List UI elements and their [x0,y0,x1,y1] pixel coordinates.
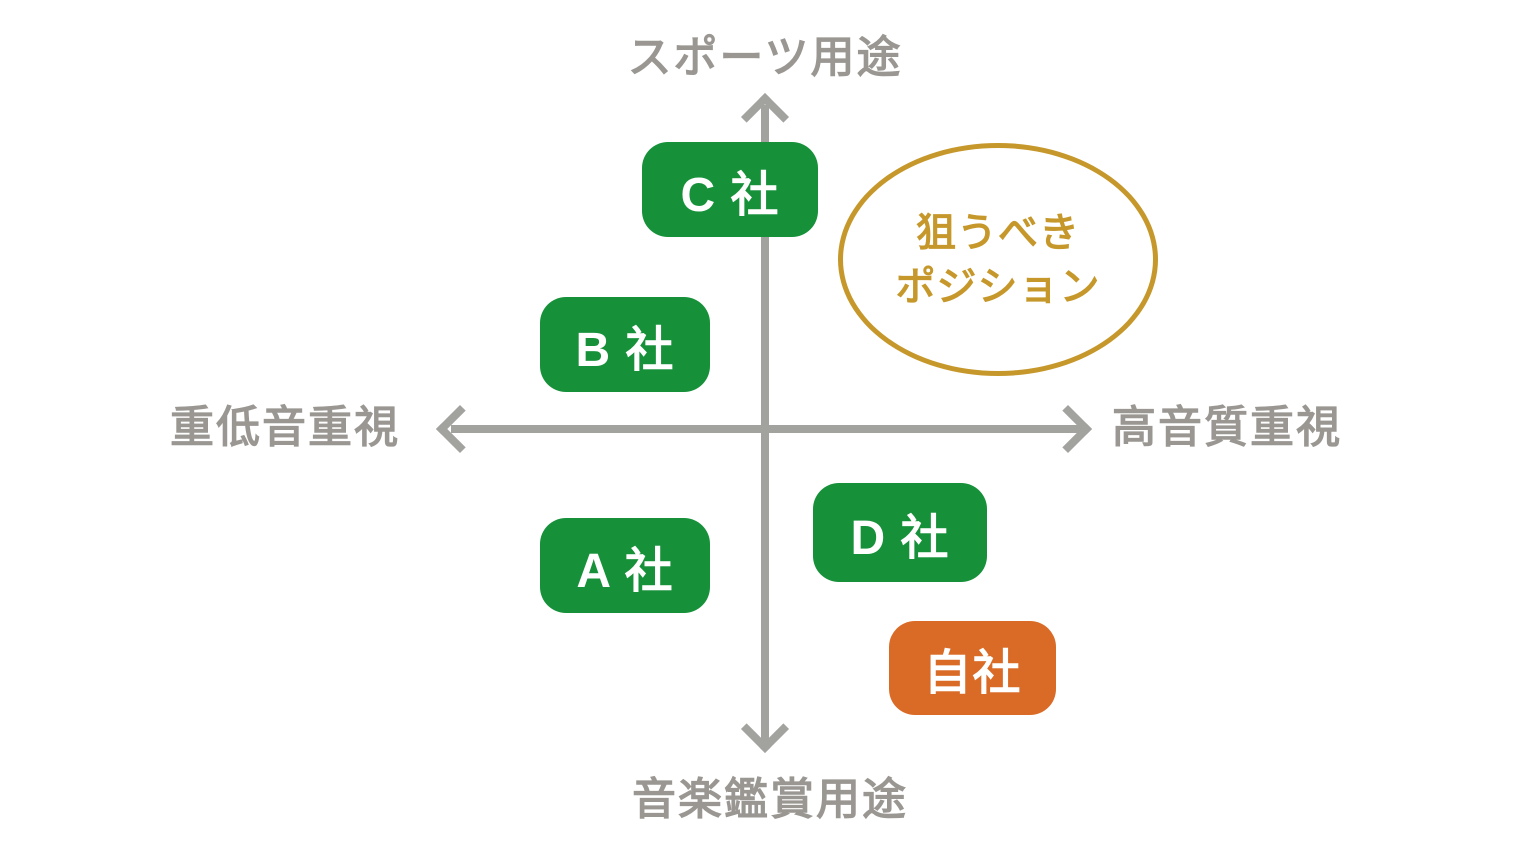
company-label: A 社 [576,544,674,598]
horizontal-axis-line [451,425,1081,433]
axis-label-left: 重低音重視 [170,403,400,452]
arrow-left-icon [435,404,485,454]
company-box-d: D 社 [813,483,987,582]
target-position-line2: ポジション [895,264,1101,309]
company-box-b: B 社 [540,297,710,392]
own-company-label: 自社 [923,647,1022,700]
company-label: D 社 [850,511,950,565]
arrow-right-icon [1043,404,1093,454]
own-company-box: 自社 [889,621,1056,715]
axis-label-top: スポーツ用途 [627,33,903,82]
arrow-up-icon [740,92,790,142]
company-box-a: A 社 [540,518,710,613]
company-box-c: C 社 [642,142,818,237]
target-position-ellipse: 狙うべき ポジション [838,143,1158,376]
axis-label-right: 高音質重視 [1112,403,1342,452]
arrow-down-icon [740,704,790,754]
target-position-line1: 狙うべき [916,210,1080,255]
axis-label-bottom: 音楽鑑賞用途 [632,775,908,824]
company-label: B 社 [575,323,675,377]
company-label: C 社 [680,168,780,222]
